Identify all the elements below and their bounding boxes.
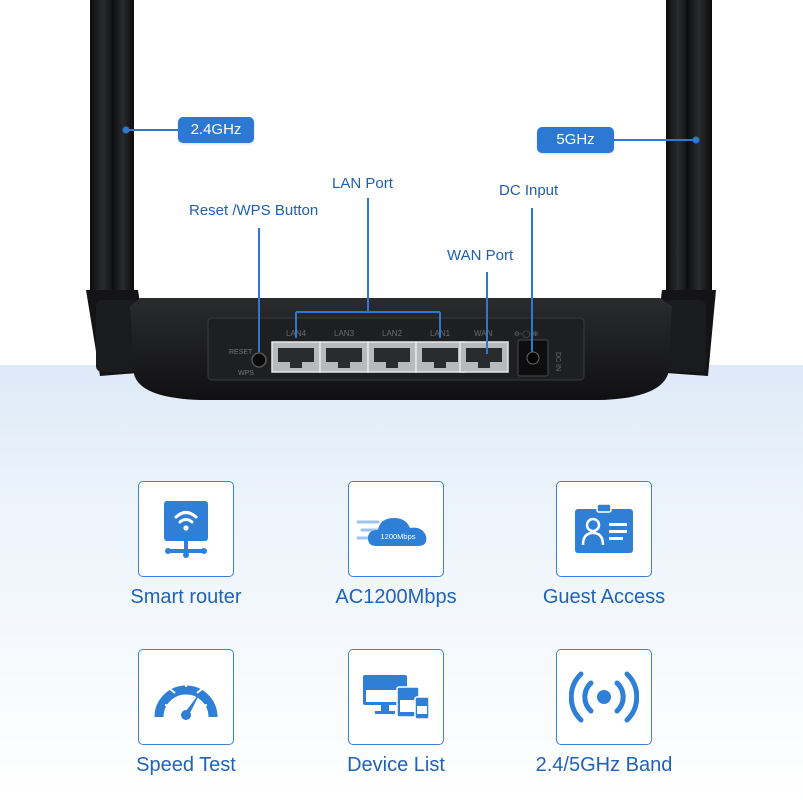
wan-port: WAN: [459, 329, 509, 373]
speed-cloud-text: 1200Mbps: [380, 532, 415, 541]
lan2-label: LAN2: [382, 329, 403, 338]
wan-port-callout: WAN Port: [447, 247, 514, 264]
feature-device-list: Device List: [291, 649, 501, 777]
band-24ghz-label: 2.4GHz: [178, 117, 254, 143]
guest-card-icon: [575, 503, 633, 553]
dc-text: DC IN: [554, 352, 561, 371]
device-list-tile: [348, 649, 444, 745]
lan3-label: LAN3: [334, 329, 355, 338]
dual-band-tile: [556, 649, 652, 745]
feature-dual-band: 2.4/5GHz Band: [499, 649, 709, 777]
wireless-signal-icon: [569, 671, 639, 723]
smart-router-tile: [138, 481, 234, 577]
feature-caption: Smart router: [130, 586, 242, 608]
dc-input-jack: DC IN ⊖-◯-⊕: [514, 330, 561, 377]
feature-caption: 2.4/5GHz Band: [535, 754, 673, 776]
reset-text: RESET: [229, 349, 253, 356]
router-illustration: RESET WPS LAN4 LAN3 LAN2 LAN1 WAN DC IN …: [86, 0, 716, 400]
band-5ghz-label: 5GHz: [537, 127, 614, 153]
speed-cloud-icon: 1200Mbps: [356, 518, 427, 546]
feature-caption: Device List: [347, 754, 445, 776]
feature-smart-router: Smart router: [81, 481, 291, 609]
wps-text: WPS: [238, 370, 254, 377]
speed-test-tile: [138, 649, 234, 745]
feature-speed-test: Speed Test: [81, 649, 291, 777]
wan-text: WAN: [474, 329, 493, 338]
ac1200-tile: 1200Mbps: [348, 481, 444, 577]
guest-access-tile: [556, 481, 652, 577]
feature-caption: Guest Access: [542, 586, 666, 608]
reset-wps-button: RESET WPS: [229, 349, 267, 377]
feature-guest-access: Guest Access: [499, 481, 709, 609]
devices-icon: [363, 675, 430, 720]
smart-router-icon: [164, 501, 208, 558]
feature-ac1200: 1200Mbps AC1200Mbps: [291, 481, 501, 609]
dc-input-callout: DC Input: [499, 182, 559, 199]
dc-polarity-icon: ⊖-◯-⊕: [514, 330, 538, 338]
feature-caption: Speed Test: [136, 754, 236, 776]
speedometer-icon: [154, 681, 218, 720]
lan-ports: LAN4 LAN3 LAN2 LAN1: [271, 329, 465, 373]
reset-wps-callout: Reset /WPS Button: [189, 202, 319, 219]
feature-caption: AC1200Mbps: [335, 586, 457, 608]
lan-port-callout: LAN Port: [332, 175, 393, 192]
left-antennas: [86, 0, 150, 376]
callout-lines: [122, 126, 700, 354]
